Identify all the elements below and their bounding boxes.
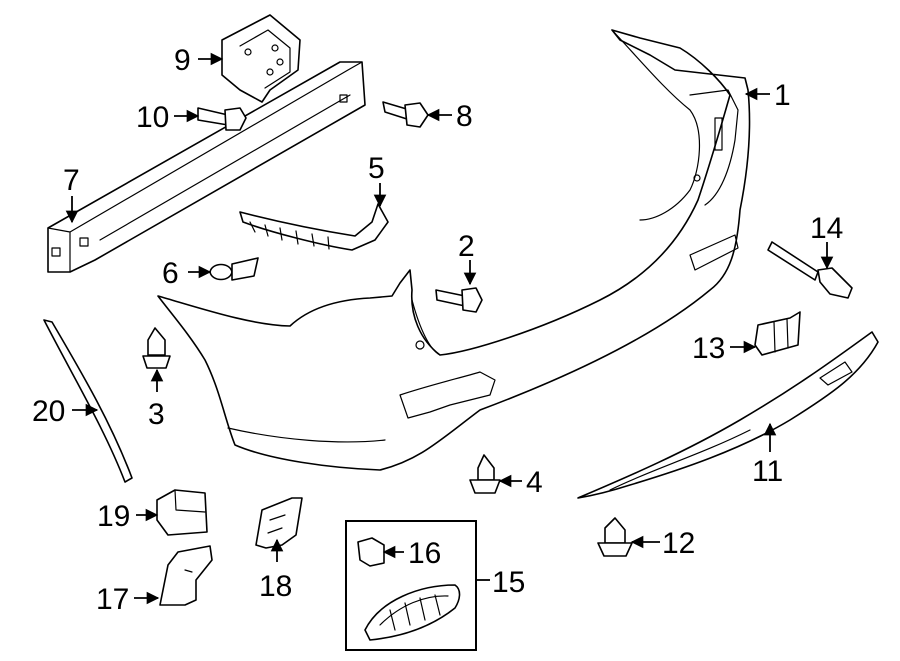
callout-13: 13 (692, 332, 725, 365)
bumper-cover-part (157, 29, 751, 471)
callout-8: 8 (456, 100, 473, 133)
mounting-bracket-part (221, 14, 301, 103)
callout-7: 7 (63, 164, 80, 197)
callout-2: 2 (458, 230, 475, 263)
bolt-2-part (435, 287, 483, 313)
callout-4: 4 (526, 466, 543, 499)
screw-6-part (209, 257, 259, 281)
callout-15: 15 (492, 566, 525, 599)
callout-11: 11 (752, 455, 783, 488)
bolt-10-part (197, 107, 247, 131)
leader-arrows (65, 52, 834, 605)
callout-19: 19 (97, 500, 130, 533)
callout-6: 6 (162, 257, 179, 290)
callout-16: 16 (408, 537, 441, 570)
energy-absorber-part (239, 203, 389, 251)
push-clip-12-part (597, 517, 633, 557)
bracket-17-part (159, 545, 213, 606)
callout-18: 18 (259, 570, 292, 603)
callout-20: 20 (32, 395, 65, 428)
push-pin-part (767, 241, 853, 299)
callout-17: 17 (96, 583, 129, 616)
callout-labels: 1 2 3 4 5 6 7 8 9 10 11 12 13 14 15 16 1… (32, 44, 843, 616)
callout-9: 9 (174, 44, 191, 77)
callout-14: 14 (810, 212, 843, 245)
side-molding-part (43, 319, 133, 483)
retainer-clip-part (754, 311, 801, 356)
exhaust-grille-part (364, 584, 461, 641)
callout-10: 10 (136, 101, 169, 134)
lower-valance-part (577, 331, 879, 499)
callout-1: 1 (774, 79, 791, 112)
reinforcement-beam-part (47, 61, 366, 273)
clip-16-part (357, 537, 385, 567)
callout-3: 3 (148, 398, 165, 431)
bolt-8-part (382, 101, 429, 128)
retainer-19-part (156, 489, 208, 536)
emblem-18-part (255, 497, 303, 549)
kit-box-15 (345, 520, 477, 651)
callout-12: 12 (662, 527, 695, 560)
callout-5: 5 (368, 152, 385, 185)
push-clip-4-part (469, 454, 501, 494)
push-clip-3-part (142, 327, 171, 369)
